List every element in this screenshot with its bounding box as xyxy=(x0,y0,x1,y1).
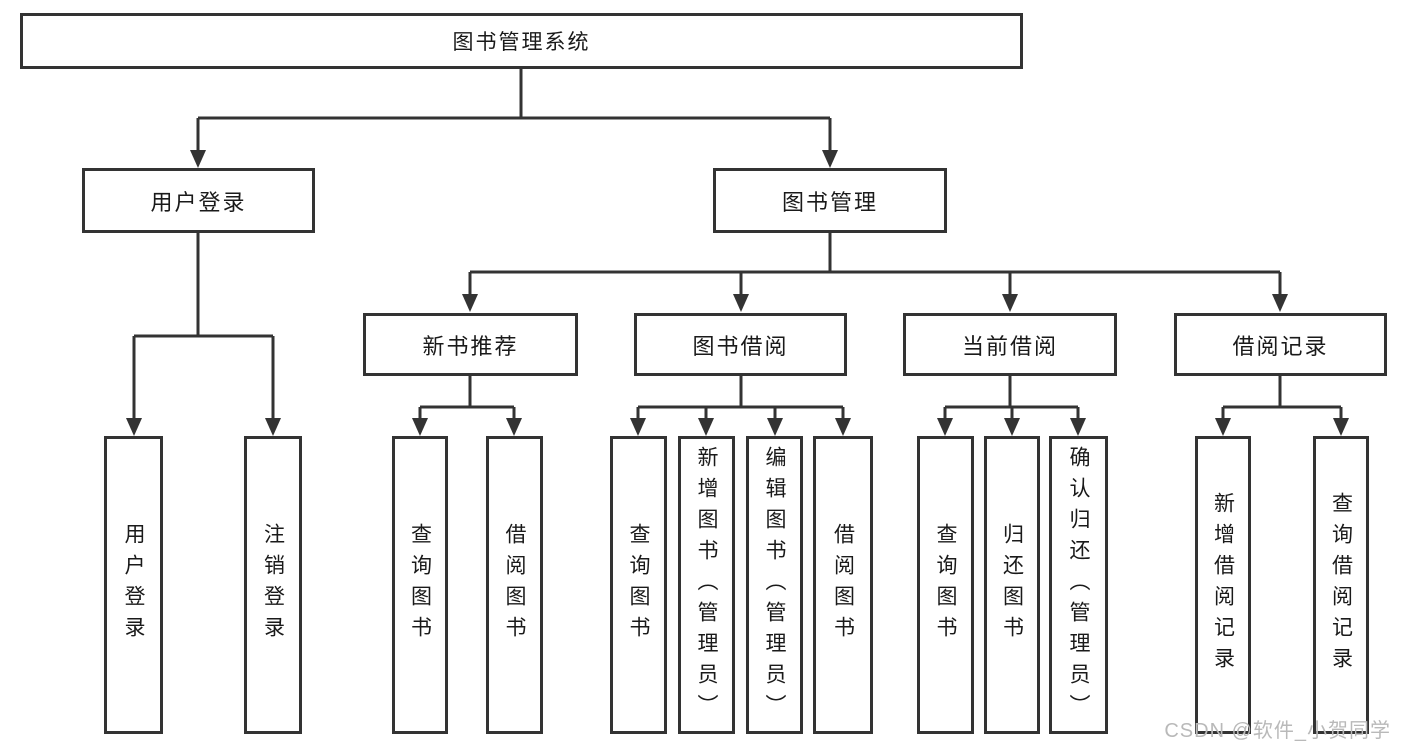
root-to-level2-lines xyxy=(196,69,832,152)
arrowhead xyxy=(698,418,714,436)
node-book-management: 图书管理 xyxy=(713,168,947,233)
leaf-borrow-books: 借阅图书 xyxy=(813,436,873,734)
leaf-label: 查询图书 xyxy=(627,523,650,647)
leaf-query-borrow-record: 查询借阅记录 xyxy=(1313,436,1369,734)
arrowhead xyxy=(937,418,953,436)
leaf-label: 查询借阅记录 xyxy=(1329,492,1353,678)
leaf-query-books-recommend: 查询图书 xyxy=(392,436,448,734)
leaf-label: 查询图书 xyxy=(934,523,957,647)
node-borrow-records: 借阅记录 xyxy=(1174,313,1387,376)
leaf-label: 借阅图书 xyxy=(831,523,855,647)
userlogin-to-leaves-lines xyxy=(132,233,275,420)
leaf-label: 注销登录 xyxy=(261,523,285,647)
node-root: 图书管理系统 xyxy=(20,13,1023,69)
arrowhead xyxy=(190,150,206,168)
arrowhead xyxy=(630,418,646,436)
arrowhead xyxy=(767,418,783,436)
borrowrecords-to-leaves-lines xyxy=(1221,376,1343,420)
leaf-add-book-admin: 新增图书（管理员） xyxy=(678,436,735,734)
arrowhead xyxy=(1002,294,1018,312)
currentborrow-to-leaves-lines xyxy=(943,376,1080,420)
arrowheads xyxy=(126,150,1349,436)
arrowhead xyxy=(1215,418,1231,436)
newbooks-to-leaves-lines xyxy=(418,376,516,420)
leaf-logout: 注销登录 xyxy=(244,436,302,734)
arrowhead xyxy=(1070,418,1086,436)
leaf-borrow-books-recommend: 借阅图书 xyxy=(486,436,543,734)
node-current-borrow: 当前借阅 xyxy=(903,313,1117,376)
arrowhead xyxy=(462,294,478,312)
leaf-label: 归还图书 xyxy=(1000,523,1024,647)
arrowhead xyxy=(126,418,142,436)
leaf-confirm-return-admin: 确认归还（管理员） xyxy=(1049,436,1108,734)
leaf-label: 新增图书（管理员） xyxy=(695,445,718,725)
leaf-label: 新增借阅记录 xyxy=(1211,492,1235,678)
leaf-label: 借阅图书 xyxy=(503,523,526,647)
arrowhead xyxy=(733,294,749,312)
node-user-login-group: 用户登录 xyxy=(82,168,315,233)
leaf-user-login: 用户登录 xyxy=(104,436,163,734)
arrowhead xyxy=(1333,418,1349,436)
leaf-label: 确认归还（管理员） xyxy=(1067,445,1090,725)
bookborrow-to-leaves-lines xyxy=(636,376,845,420)
leaf-label: 编辑图书（管理员） xyxy=(763,445,786,725)
leaf-add-borrow-record: 新增借阅记录 xyxy=(1195,436,1251,734)
watermark: CSDN @软件_小贺同学 xyxy=(1164,720,1391,742)
leaf-label: 查询图书 xyxy=(408,523,432,647)
leaf-return-book: 归还图书 xyxy=(984,436,1040,734)
node-new-book-recommend: 新书推荐 xyxy=(363,313,578,376)
arrowhead xyxy=(412,418,428,436)
arrowhead xyxy=(506,418,522,436)
arrowhead xyxy=(822,150,838,168)
leaf-query-books-borrow: 查询图书 xyxy=(610,436,667,734)
leaf-query-books-current: 查询图书 xyxy=(917,436,974,734)
connector-paths xyxy=(132,69,1343,420)
node-book-borrow: 图书借阅 xyxy=(634,313,847,376)
leaf-label: 用户登录 xyxy=(122,523,145,647)
leaf-edit-book-admin: 编辑图书（管理员） xyxy=(746,436,803,734)
arrowhead xyxy=(835,418,851,436)
arrowhead xyxy=(1272,294,1288,312)
arrowhead xyxy=(265,418,281,436)
bookmgmt-to-level3-lines xyxy=(468,233,1282,296)
arrowhead xyxy=(1004,418,1020,436)
